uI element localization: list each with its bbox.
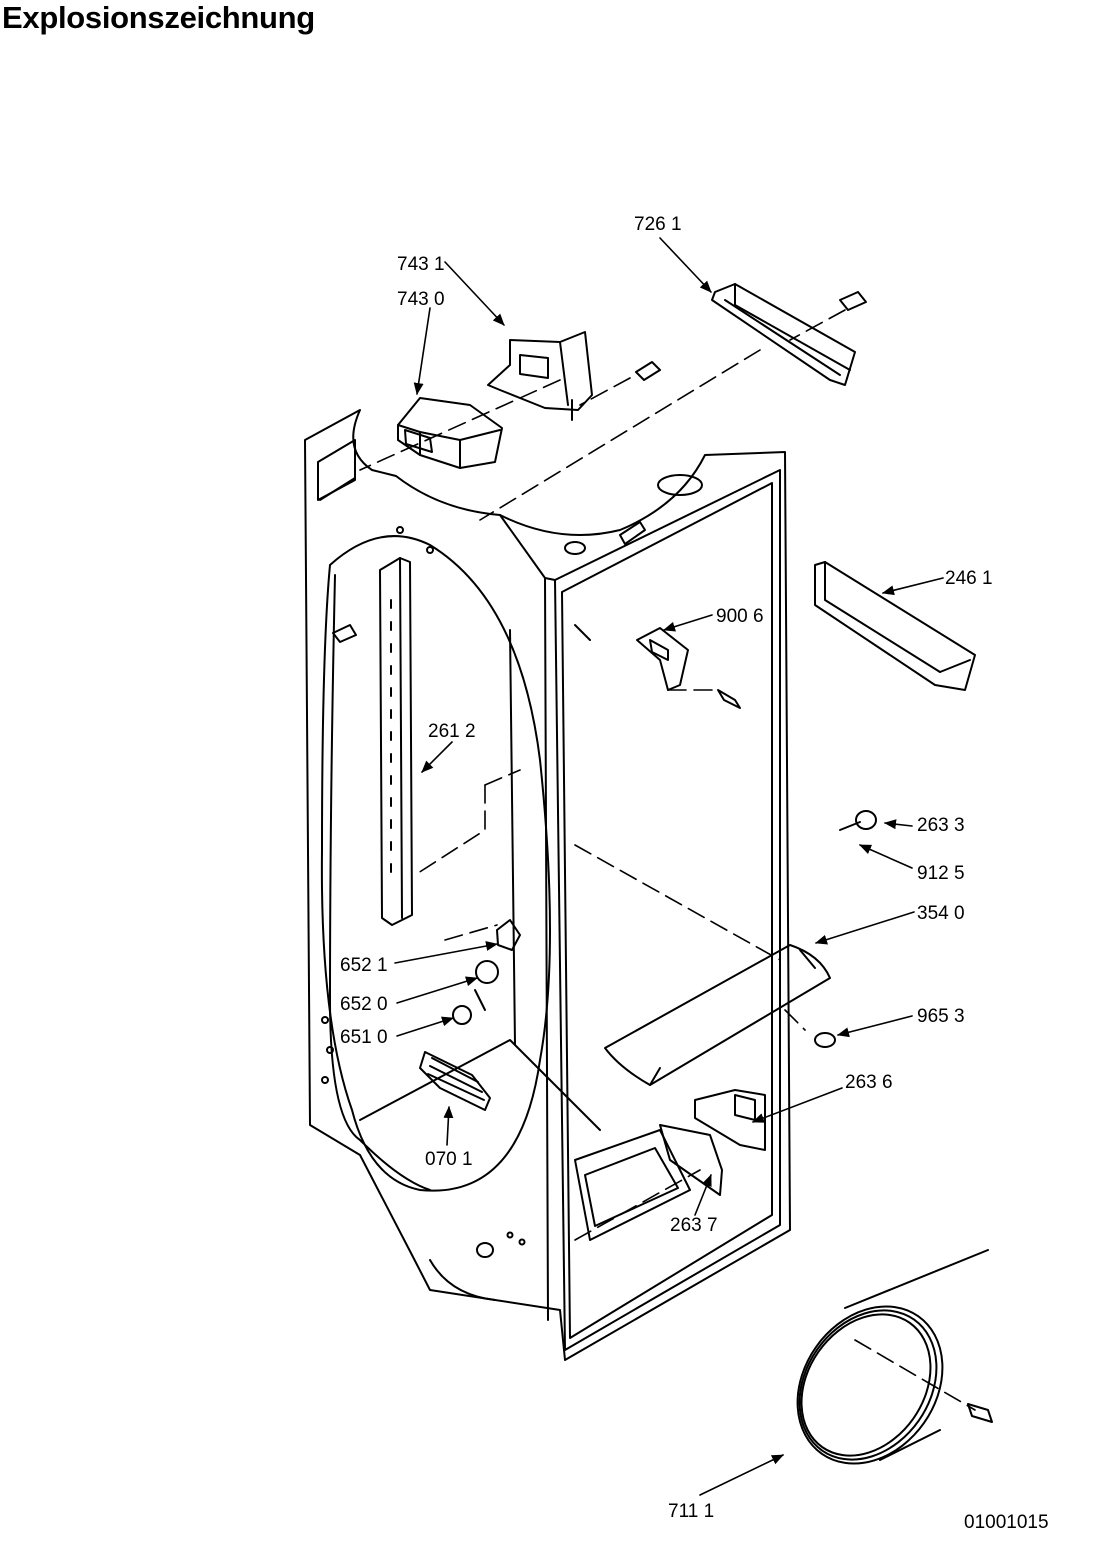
label-652-0: 652 0 <box>340 994 388 1015</box>
fan-cover <box>604 944 831 1086</box>
screws <box>332 291 993 1423</box>
washers <box>814 810 877 1048</box>
label-711-1: 711 1 <box>668 1501 714 1522</box>
switch-parts <box>452 919 521 1025</box>
label-263-7: 263 7 <box>670 1215 718 1236</box>
label-261-2: 261 2 <box>428 721 476 742</box>
label-743-1: 743 1 <box>397 254 445 275</box>
leader-arrows <box>394 237 944 1496</box>
tube-coil <box>796 1249 989 1465</box>
drawing-code: 01001015 <box>964 1512 1049 1533</box>
page-title: Explosionszeichnung <box>2 0 315 35</box>
label-070-1: 070 1 <box>425 1149 473 1170</box>
label-900-6: 900 6 <box>716 606 764 627</box>
door-switch <box>659 1089 766 1196</box>
vent-grille <box>419 1051 491 1111</box>
label-246-1: 246 1 <box>945 568 993 589</box>
label-263-6: 263 6 <box>845 1072 893 1093</box>
label-965-3: 965 3 <box>917 1006 965 1027</box>
cabinet-liner <box>304 409 791 1361</box>
hinge-bracket <box>636 627 689 691</box>
top-rail <box>711 283 856 386</box>
label-652-1: 652 1 <box>340 955 388 976</box>
assembly-lines <box>359 309 976 1411</box>
part-labels: 726 1 743 1 743 0 246 1 900 6 261 2 263 … <box>340 214 993 1522</box>
light-housing <box>397 397 503 469</box>
light-bracket <box>487 331 593 421</box>
label-651-0: 651 0 <box>340 1027 388 1048</box>
label-354-0: 354 0 <box>917 903 965 924</box>
label-912-5: 912 5 <box>917 863 965 884</box>
label-743-0: 743 0 <box>397 289 445 310</box>
vertical-bar <box>379 557 413 926</box>
label-726-1: 726 1 <box>634 214 682 235</box>
label-263-3: 263 3 <box>917 815 965 836</box>
shelf-support <box>814 561 976 691</box>
